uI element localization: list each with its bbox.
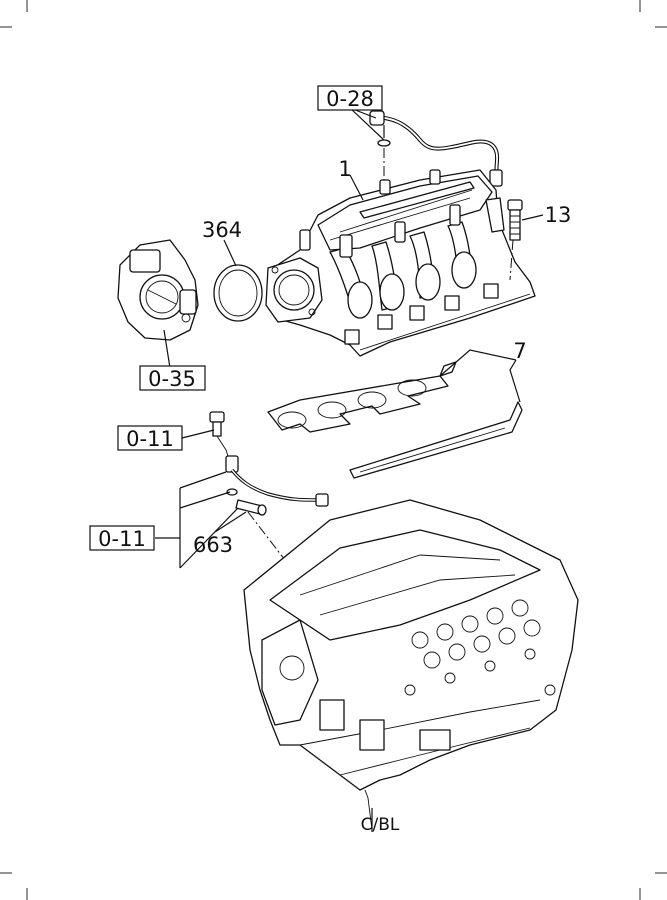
callout-13: 13 [545, 203, 572, 227]
callout-0-11-lower-text: 0-11 [98, 527, 146, 551]
callout-1: 1 [338, 157, 351, 181]
leader-lines [155, 107, 544, 832]
manifold-gaskets [267, 361, 523, 479]
sensor-and-harness [209, 411, 329, 507]
callout-663: 663 [193, 533, 233, 557]
callout-0-28-text: 0-28 [326, 87, 374, 111]
callout-0-11-lower: 0-11 [89, 525, 155, 551]
callout-0-11-upper-text: 0-11 [126, 427, 174, 451]
callout-0-35-text: 0-35 [148, 367, 196, 391]
callout-0-35: 0-35 [139, 365, 206, 391]
callout-0-11-upper: 0-11 [117, 425, 183, 451]
callout-364: 364 [202, 218, 242, 242]
intake-manifold [265, 169, 536, 357]
manifold-bolt [507, 199, 523, 241]
throttle-gasket [213, 264, 263, 322]
vacuum-pipe [369, 110, 503, 187]
callout-7: 7 [513, 339, 526, 363]
callout-0-28: 0-28 [317, 85, 383, 111]
callout-cbl: C/BL [361, 815, 400, 835]
engine-block [243, 499, 579, 831]
throttle-body [117, 239, 199, 341]
lifter-bores [411, 599, 541, 669]
